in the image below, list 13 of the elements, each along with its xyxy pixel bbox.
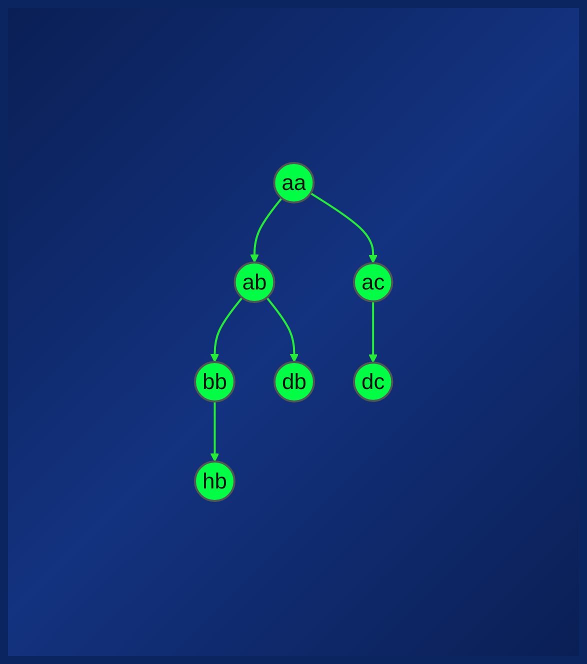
arrow [210,401,220,462]
node-circle: hb [194,460,236,502]
arrow [266,297,299,362]
arrow [250,198,282,263]
arrow [310,192,378,264]
arrow [210,297,243,362]
node-circle: aa [273,162,315,204]
node-circle: db [273,361,315,402]
node-circle: ab [234,262,276,303]
node-circle: dc [352,362,394,402]
node-circle: bb [194,361,236,402]
arrow [368,301,378,364]
node-circle: ac [352,262,394,302]
